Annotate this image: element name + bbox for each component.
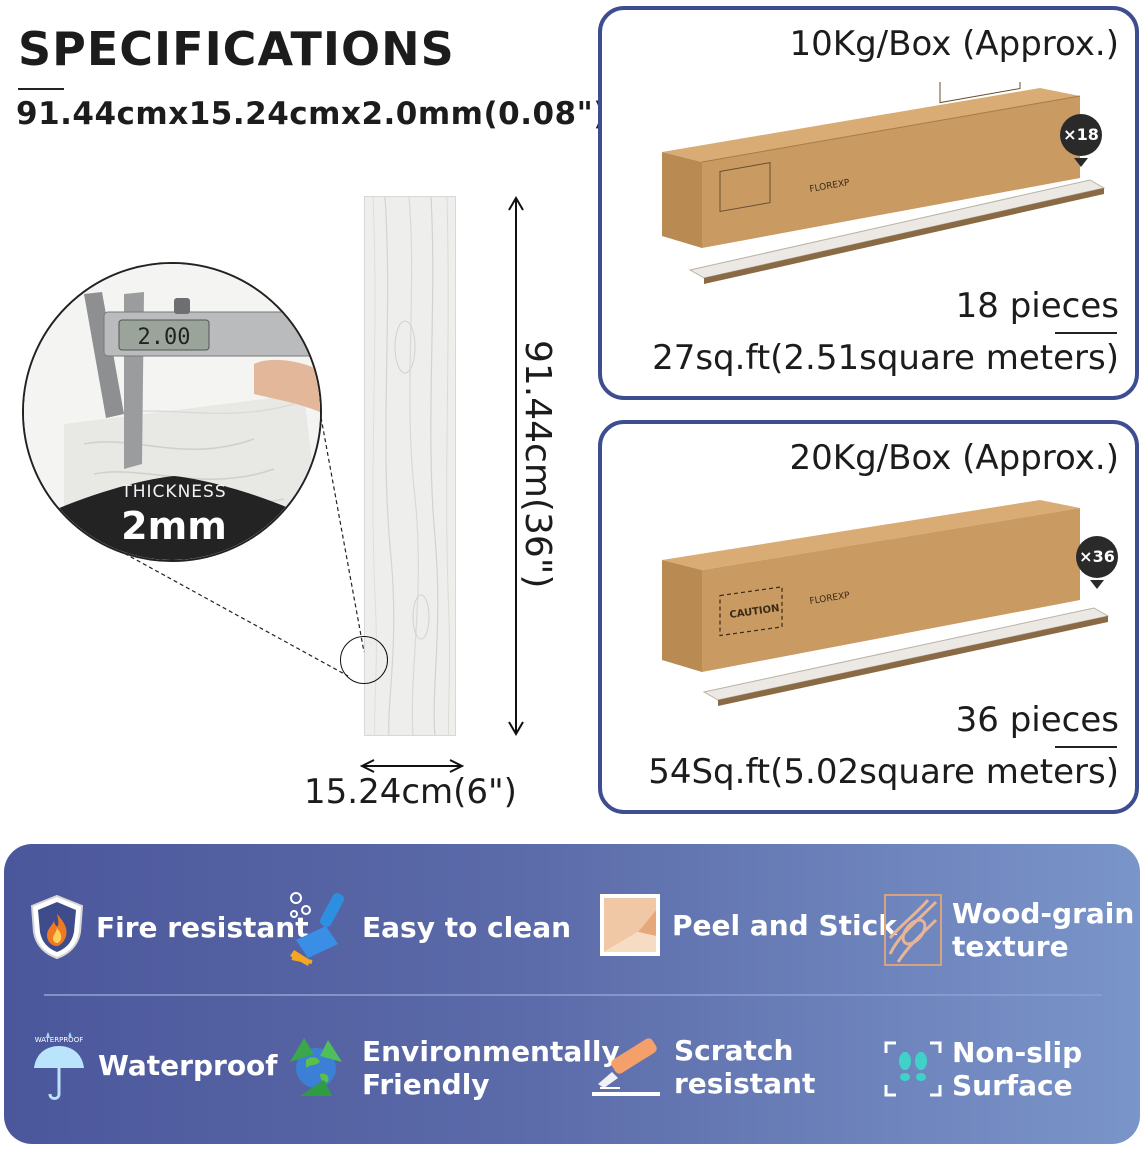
svg-text:2.00: 2.00 bbox=[138, 325, 191, 350]
recycle-globe-icon bbox=[290, 1038, 342, 1096]
thickness-label: THICKNESS bbox=[121, 482, 227, 502]
features-panel: Fire resistant Easy to clean Peel and St… bbox=[4, 844, 1140, 1144]
footprints-icon bbox=[884, 1041, 942, 1097]
thickness-zoom: 2.00 THICKNESS 2mm bbox=[22, 262, 322, 562]
title-underline bbox=[18, 88, 64, 90]
feature-eco-friendly: Environmentally Friendly bbox=[280, 1032, 620, 1104]
flooring-box-image: FLOREXP bbox=[662, 82, 1106, 284]
plank-width-label: 15.24cm(6") bbox=[304, 772, 517, 812]
feature-label: Environmentally Friendly bbox=[362, 1035, 620, 1101]
feature-wood-grain: Wood-grain texture bbox=[884, 894, 1134, 966]
waterproof-umbrella-icon: WATERPROOF bbox=[34, 1032, 84, 1100]
pieces-underline bbox=[1055, 332, 1117, 334]
box-weight: 10Kg/Box (Approx.) bbox=[789, 24, 1119, 64]
piece-count-badge: ×36 bbox=[1076, 536, 1118, 578]
box-card-18: 10Kg/Box (Approx.) FLOREXP ×18 18 pieces… bbox=[598, 6, 1139, 400]
svg-text:WATERPROOF: WATERPROOF bbox=[35, 1036, 83, 1044]
feature-fire-resistant: Fire resistant bbox=[28, 894, 309, 960]
feature-scratch-resistant: Scratch resistant bbox=[590, 1034, 815, 1100]
feature-label: Non-slip Surface bbox=[952, 1036, 1083, 1102]
pieces-underline bbox=[1055, 746, 1117, 748]
wood-grain-icon bbox=[884, 894, 942, 966]
box-weight: 20Kg/Box (Approx.) bbox=[789, 438, 1119, 478]
page-title: SPECIFICATIONS bbox=[18, 22, 455, 76]
piece-count-pointer bbox=[1074, 158, 1088, 167]
piece-count-pointer bbox=[1090, 580, 1104, 589]
features-divider bbox=[44, 994, 1102, 996]
feature-label: Wood-grain texture bbox=[952, 897, 1135, 963]
box-pieces: 36 pieces bbox=[955, 700, 1119, 740]
plank-length-label: 91.44cm(36") bbox=[517, 340, 558, 589]
feature-peel-and-stick: Peel and Stick bbox=[598, 892, 897, 958]
feature-non-slip: Non-slip Surface bbox=[884, 1036, 1082, 1102]
plank-dimensions: 91.44cmx15.24cmx2.0mm(0.08") bbox=[16, 96, 608, 132]
feature-waterproof: WATERPROOF Waterproof bbox=[30, 1028, 277, 1102]
box-pieces: 18 pieces bbox=[955, 286, 1119, 326]
feature-label: Scratch resistant bbox=[674, 1034, 816, 1100]
flooring-box-image: CAUTION FLOREXP bbox=[662, 500, 1110, 706]
piece-count-badge: ×18 bbox=[1060, 114, 1102, 156]
zoom-target-circle bbox=[340, 636, 388, 684]
feature-label: Fire resistant bbox=[96, 910, 309, 944]
box-coverage: 27sq.ft(2.51square meters) bbox=[652, 338, 1119, 378]
peel-sticker-icon bbox=[600, 894, 660, 956]
length-arrow bbox=[508, 196, 524, 736]
box-card-36: 20Kg/Box (Approx.) CAUTION FLOREXP ×36 3… bbox=[598, 420, 1139, 814]
cutter-knife-icon bbox=[592, 1038, 660, 1096]
feature-label: Easy to clean bbox=[362, 910, 572, 944]
thickness-value: 2mm bbox=[121, 504, 227, 548]
width-arrow bbox=[360, 759, 464, 773]
feature-label: Peel and Stick bbox=[672, 908, 897, 942]
box-coverage: 54Sq.ft(5.02square meters) bbox=[648, 752, 1119, 792]
feature-easy-to-clean: Easy to clean bbox=[286, 888, 571, 966]
scraper-icon bbox=[290, 892, 344, 966]
fire-shield-icon bbox=[30, 894, 84, 960]
feature-label: Waterproof bbox=[98, 1048, 278, 1082]
